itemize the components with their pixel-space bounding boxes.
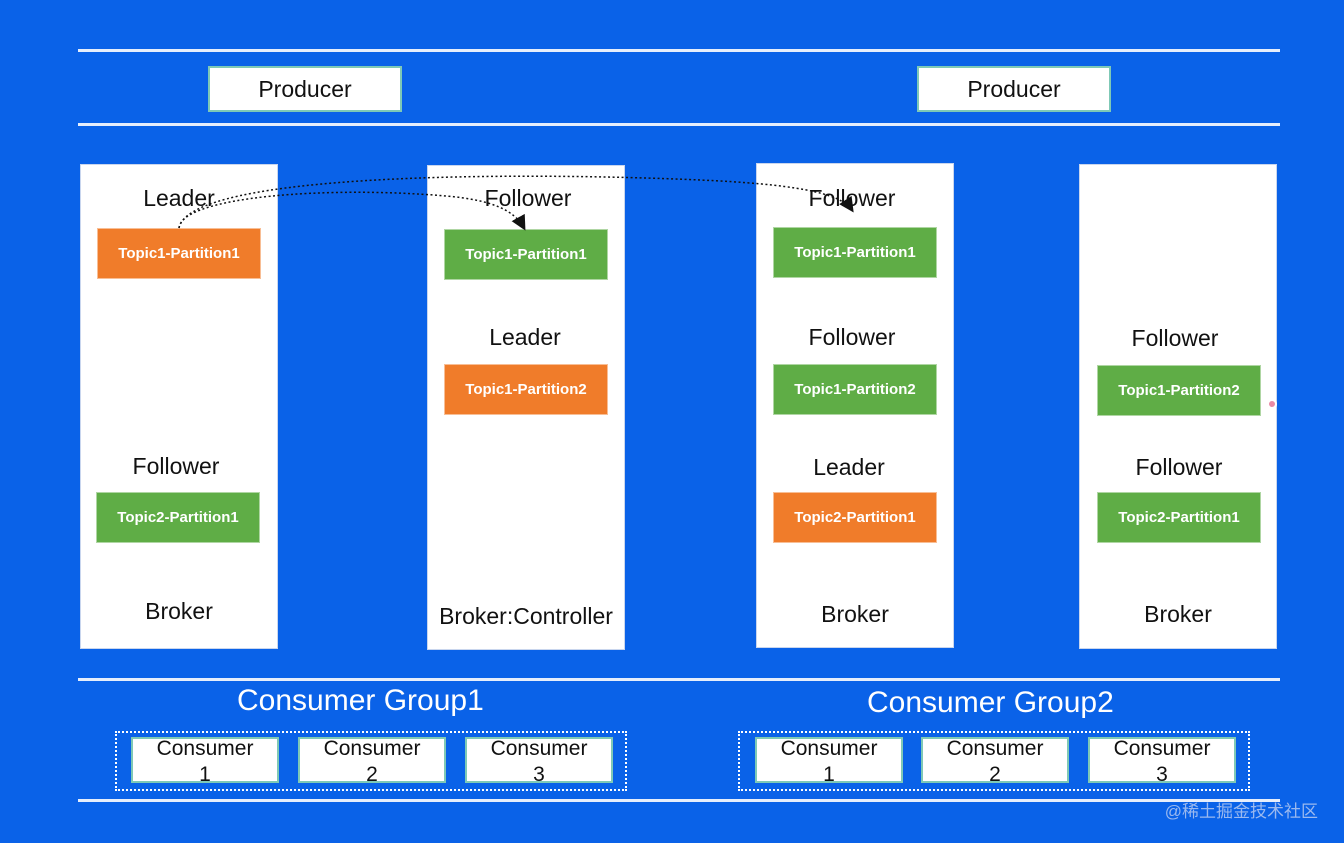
broker-1-role-follower: Follower [132, 453, 220, 479]
broker-1-partition-topic2-p1: Topic2-Partition1 [96, 492, 260, 543]
consumer-number: 1 [199, 763, 211, 783]
broker-divider [78, 678, 1280, 681]
broker-2-partition-topic1-p1: Topic1-Partition1 [444, 229, 608, 280]
watermark: @稀土掘金技术社区 [1164, 802, 1318, 821]
consumer-name: Consumer [323, 737, 421, 760]
broker-3-label: Broker [821, 601, 889, 627]
consumer-name: Consumer [1113, 737, 1211, 760]
consumer-number: 1 [823, 763, 835, 783]
broker-3-role-follower-2: Follower [808, 324, 896, 350]
consumer-name: Consumer [780, 737, 878, 760]
group-2-consumer-1: Consumer 1 [755, 737, 903, 783]
consumer-group-2-box [738, 731, 1250, 791]
group-1-consumer-3: Consumer 3 [465, 737, 613, 783]
consumer-number: 3 [1156, 763, 1168, 783]
producer-box-2: Producer [917, 66, 1111, 112]
broker-2-partition-topic1-p2: Topic1-Partition2 [444, 364, 608, 415]
broker-2-role-leader: Leader [489, 324, 561, 350]
consumer-name: Consumer [156, 737, 254, 760]
consumer-group-1-box [115, 731, 627, 791]
consumer-number: 2 [989, 763, 1001, 783]
broker-2-label: Broker:Controller [439, 603, 613, 629]
broker-3-partition-topic1-p1: Topic1-Partition1 [773, 227, 937, 278]
top-divider [78, 49, 1280, 52]
bottom-divider [78, 799, 1280, 802]
broker-1-partition-topic1-p1: Topic1-Partition1 [97, 228, 261, 279]
replication-arrow-to-broker-2 [178, 191, 526, 231]
group-1-consumer-1: Consumer 1 [131, 737, 279, 783]
broker-3-partition-topic1-p2: Topic1-Partition2 [773, 364, 937, 415]
group-2-consumer-2: Consumer 2 [921, 737, 1069, 783]
producer-box-1: Producer [208, 66, 402, 112]
consumer-group-2-title: Consumer Group2 [867, 686, 1114, 719]
consumer-number: 3 [533, 763, 545, 783]
consumer-group-1-title: Consumer Group1 [237, 684, 484, 717]
broker-3-partition-topic2-p1: Topic2-Partition1 [773, 492, 937, 543]
cursor-dot [1267, 399, 1277, 409]
broker-4-partition-topic1-p2: Topic1-Partition2 [1097, 365, 1261, 416]
broker-1-label: Broker [145, 598, 213, 624]
consumer-name: Consumer [946, 737, 1044, 760]
group-1-consumer-2: Consumer 2 [298, 737, 446, 783]
broker-4-role-follower-1: Follower [1131, 325, 1219, 351]
broker-2-role-follower: Follower [484, 185, 572, 211]
broker-4-partition-topic2-p1: Topic2-Partition1 [1097, 492, 1261, 543]
consumer-number: 2 [366, 763, 378, 783]
consumer-name: Consumer [490, 737, 588, 760]
broker-4-role-follower-2: Follower [1135, 454, 1223, 480]
broker-3-role-leader: Leader [813, 454, 885, 480]
producer-divider [78, 123, 1280, 126]
group-2-consumer-3: Consumer 3 [1088, 737, 1236, 783]
replication-arrow-to-broker-3 [178, 175, 854, 229]
broker-4-label: Broker [1144, 601, 1212, 627]
